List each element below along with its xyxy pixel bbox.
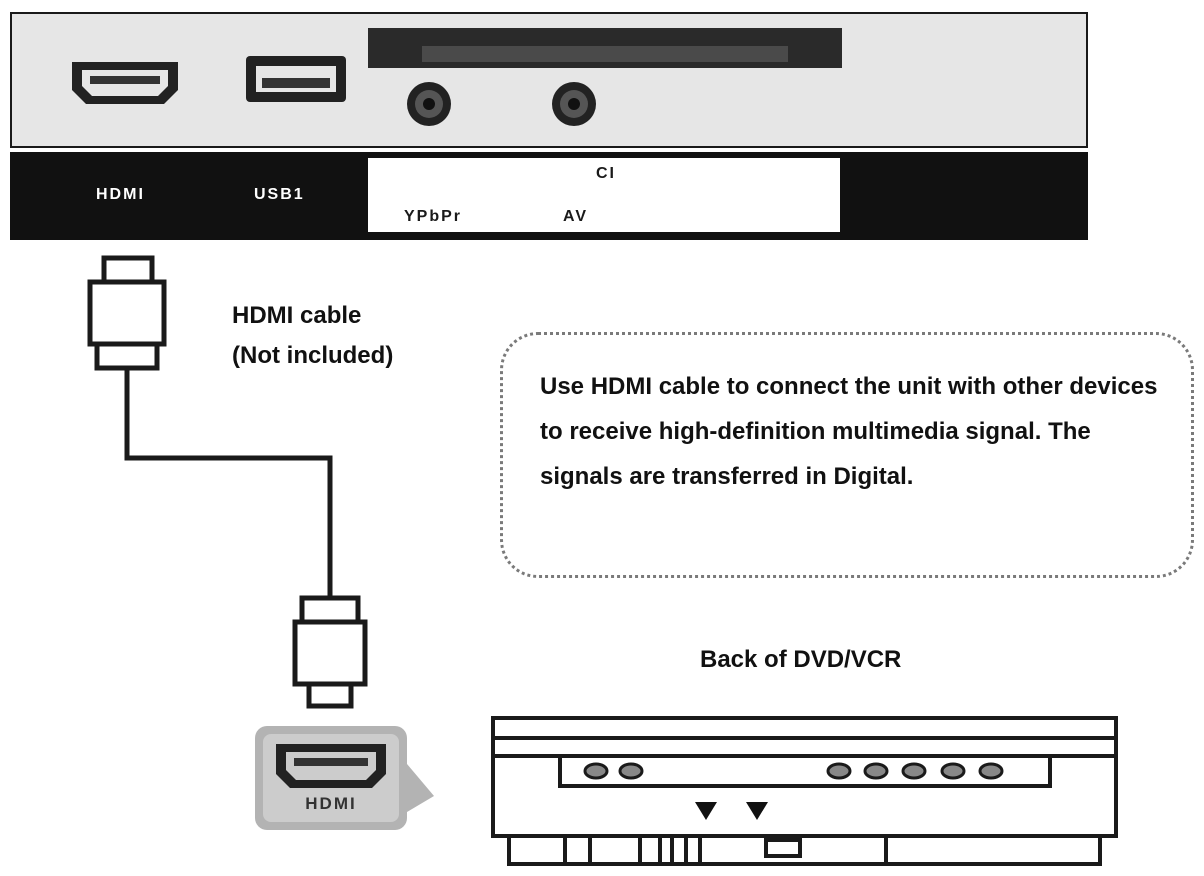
ci-label-box bbox=[368, 158, 840, 232]
usb-port-icon bbox=[246, 56, 346, 102]
cable-label: HDMI cable (Not included) bbox=[232, 296, 393, 376]
note-box bbox=[500, 332, 1194, 578]
ci-slot bbox=[368, 28, 842, 68]
tv-hdmi-port-icon bbox=[72, 62, 178, 104]
callout-pointer bbox=[407, 764, 434, 812]
ypbpr-jack-icon bbox=[407, 82, 451, 126]
cable-connector-bottom bbox=[292, 595, 368, 709]
label-av: AV bbox=[563, 208, 589, 225]
dvd-vcr-base bbox=[563, 836, 888, 864]
label-hdmi: HDMI bbox=[96, 186, 145, 203]
label-ci: CI bbox=[596, 165, 616, 182]
cable-label-line1: HDMI cable bbox=[232, 302, 362, 329]
cable-wire bbox=[124, 368, 333, 598]
av-jack-icon bbox=[552, 82, 596, 126]
label-usb1: USB1 bbox=[254, 186, 305, 203]
callout-hdmi-label: HDMI bbox=[305, 794, 357, 813]
cable-connector-top bbox=[87, 255, 167, 371]
callout-hdmi-port-icon bbox=[276, 744, 386, 788]
dvd-vcr-jacks bbox=[583, 762, 1004, 780]
dvd-vcr-unit bbox=[491, 716, 1118, 866]
cable-label-line2: (Not included) bbox=[232, 342, 394, 369]
label-ypbpr: YPbPr bbox=[404, 208, 463, 225]
note-text: Use HDMI cable to connect the unit with … bbox=[540, 373, 1158, 490]
device-title: Back of DVD/VCR bbox=[700, 646, 902, 673]
dvd-vcr-arrows bbox=[695, 802, 768, 820]
